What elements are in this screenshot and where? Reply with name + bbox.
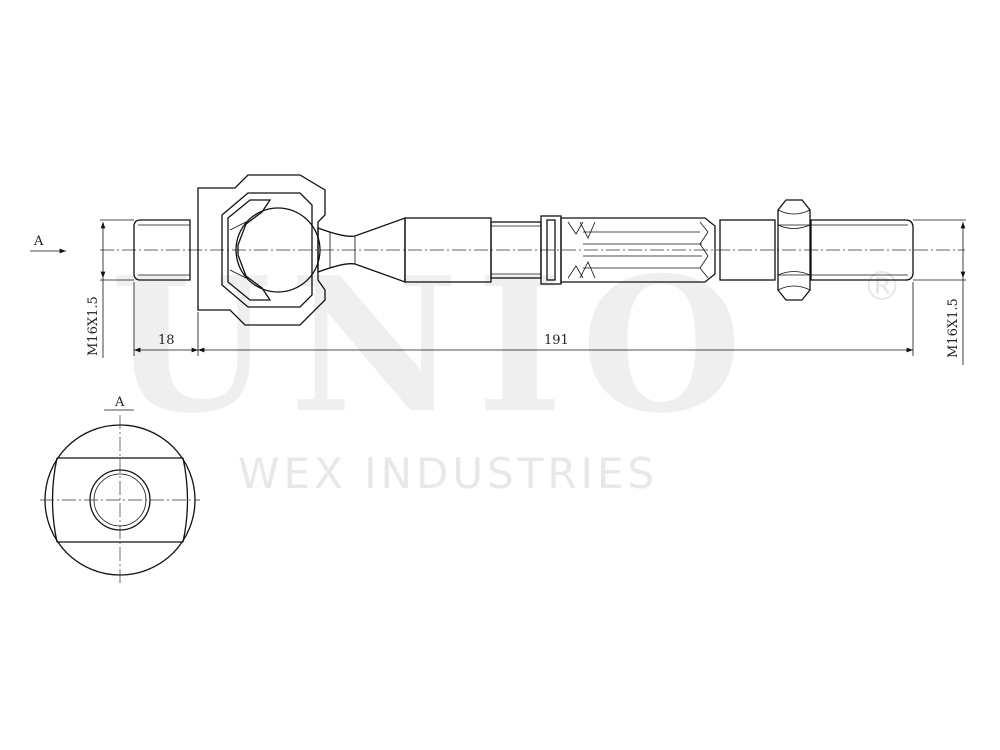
end-view-label-a: A	[114, 395, 125, 410]
watermark: UNIO ® WEX INDUSTRIES	[110, 236, 902, 498]
watermark-subtitle: WEX INDUSTRIES	[238, 449, 658, 498]
watermark-brand: UNIO	[110, 236, 760, 454]
right-threaded-section	[719, 219, 914, 281]
left-thread-label: M16X1.5	[86, 296, 101, 356]
left-thread-dimension: M16X1.5	[86, 219, 134, 358]
length-dimensions: 18 191	[133, 282, 914, 356]
section-label-a: A	[33, 234, 44, 249]
section-arrow-a: A	[30, 234, 66, 254]
right-thread-dimension: M16X1.5	[913, 219, 966, 365]
ball-joint	[235, 207, 321, 293]
right-thread-label: M16X1.5	[946, 298, 961, 358]
hex-jam-nut	[777, 199, 811, 301]
watermark-registered-mark: ®	[862, 264, 902, 310]
left-threaded-stud	[133, 219, 191, 281]
end-view-a: A	[40, 395, 200, 585]
ball-socket-housing	[197, 174, 326, 326]
overall-length-label: 191	[544, 333, 569, 348]
spline-section	[540, 215, 716, 285]
left-length-label: 18	[158, 333, 175, 348]
